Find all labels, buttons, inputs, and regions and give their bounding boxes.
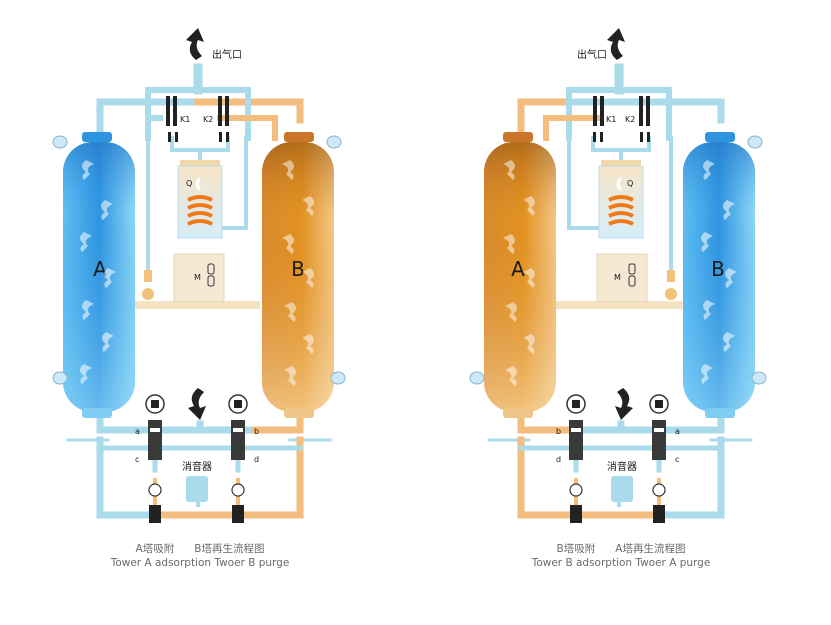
caption-panel-2: B塔吸附 A塔再生流程图 Tower B adsorption Twoer A …	[516, 542, 726, 570]
outlet-arrow-icon	[607, 28, 625, 60]
muffler-icon	[611, 476, 633, 502]
valve-k2	[218, 96, 229, 126]
caption-panel-1: A塔吸附 B塔再生流程图 Tower A adsorption Twoer B …	[95, 542, 305, 570]
inlet-arrow-icon	[615, 388, 633, 420]
valve-k2	[639, 96, 650, 126]
valve-k2-label: K2	[625, 115, 635, 124]
bottom-valves	[145, 394, 248, 523]
pressure-gauge-icon	[747, 135, 767, 385]
airflow-arrows	[80, 160, 116, 384]
valve-k1-label: K1	[606, 115, 616, 124]
heating-coil-icon	[608, 195, 634, 226]
caption-en: Tower B adsorption Twoer A purge	[531, 557, 711, 569]
tower-a-letter: A	[511, 257, 525, 281]
tower-a-letter: A	[93, 257, 107, 281]
tower-a: A	[52, 132, 135, 418]
tower-b: B	[262, 132, 346, 418]
heater-label: Q	[627, 179, 633, 188]
valve-label-a: a	[675, 427, 680, 436]
valve-k1	[166, 96, 177, 126]
caption-cn-1: A塔吸附	[135, 543, 175, 555]
tower-b-letter: B	[711, 257, 725, 281]
pressure-gauge-icon	[326, 135, 346, 385]
caption-cn-1: B塔吸附	[556, 543, 596, 555]
valve-label-a: a	[135, 427, 140, 436]
controller-label: M	[614, 273, 621, 282]
outlet-label: 出气口	[577, 48, 607, 61]
bottom-valves	[566, 394, 669, 523]
tower-b: B	[683, 132, 767, 418]
valve-label-d: d	[556, 455, 561, 464]
valve-label-b: b	[556, 427, 561, 436]
check-valve-icon	[142, 270, 154, 300]
tower-a: A	[469, 132, 556, 418]
controller-box	[173, 253, 225, 303]
valve-k1-label: K1	[180, 115, 190, 124]
diagram-panel-a-adsorption: A B	[52, 28, 346, 523]
caption-cn-2: B塔再生流程图	[194, 543, 265, 555]
valve-label-b: b	[254, 427, 259, 436]
outlet-arrow-icon	[186, 28, 204, 60]
valve-label-c: c	[135, 455, 139, 464]
airflow-arrows	[282, 160, 314, 386]
outlet-label: 出气口	[212, 48, 242, 61]
check-valves	[593, 132, 650, 142]
pressure-gauge-icon	[469, 371, 485, 385]
valve-k1	[593, 96, 604, 126]
muffler-label: 消音器	[182, 460, 212, 473]
valve-k2-label: K2	[203, 115, 213, 124]
heating-coil-icon	[187, 195, 213, 226]
caption-cn-2: A塔再生流程图	[615, 543, 686, 555]
diagram-panel-b-adsorption: A B	[469, 28, 767, 523]
muffler-icon	[186, 476, 208, 502]
caption-en: Tower A adsorption Twoer B purge	[110, 557, 290, 569]
airflow-arrows	[503, 160, 535, 386]
controller-box	[596, 253, 648, 303]
heater-label: Q	[186, 179, 192, 188]
inlet-arrow-icon	[188, 388, 206, 420]
heater	[598, 160, 644, 239]
airflow-arrows	[701, 160, 737, 384]
check-valves	[168, 132, 229, 142]
controller-label: M	[194, 273, 201, 282]
valve-label-d: d	[254, 455, 259, 464]
valve-label-c: c	[675, 455, 679, 464]
tower-b-letter: B	[291, 257, 305, 281]
heater	[177, 160, 223, 239]
muffler-label: 消音器	[607, 460, 637, 473]
pressure-gauge-icon	[52, 135, 68, 385]
check-valve-icon	[665, 270, 677, 300]
